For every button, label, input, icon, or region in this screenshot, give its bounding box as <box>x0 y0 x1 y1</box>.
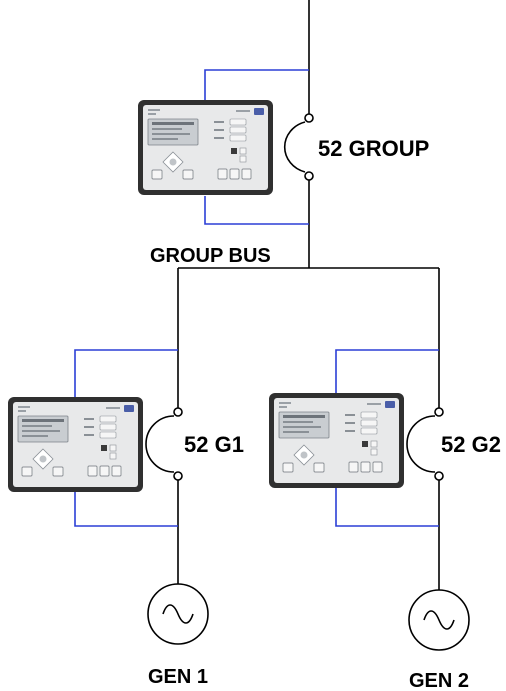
breaker-group-bottom-contact <box>304 171 314 181</box>
gen2-symbol <box>408 589 470 651</box>
g2-controller-lower-signal <box>335 488 439 527</box>
breaker-g2-top-contact <box>434 407 444 417</box>
breaker-g2-label: 52 G2 <box>441 432 501 457</box>
breaker-g2-bottom-contact <box>434 471 444 481</box>
power-lines <box>177 0 440 590</box>
sine-wave-icon <box>423 610 455 630</box>
g1-controller <box>7 396 144 493</box>
gen1-label: GEN 1 <box>148 666 208 688</box>
breaker-g1 <box>145 407 183 481</box>
signal-lines <box>74 69 439 527</box>
breaker-g1-top-contact <box>173 407 183 417</box>
g1-controller-upper-signal <box>74 349 178 398</box>
sine-wave-icon <box>162 604 194 624</box>
group-controller-upper-signal <box>204 69 309 100</box>
gen2-label: GEN 2 <box>409 670 469 691</box>
breaker-group-top-contact <box>304 113 314 123</box>
group-controller-lower-signal <box>204 196 309 225</box>
breaker-group-arc <box>283 121 306 173</box>
group-bus-label: GROUP BUS <box>150 245 271 267</box>
group-controller <box>137 99 274 196</box>
g2-controller-upper-signal <box>335 349 439 396</box>
breaker-g2 <box>406 407 444 481</box>
gen1-symbol <box>147 583 209 645</box>
g1-controller-lower-signal <box>74 492 178 527</box>
breaker-group-label: 52 GROUP <box>318 136 429 161</box>
breaker-g1-label: 52 G1 <box>184 432 244 457</box>
breaker-g1-arc <box>145 415 175 473</box>
g2-controller <box>268 392 405 489</box>
breaker-group <box>283 113 314 181</box>
breaker-g1-bottom-contact <box>173 471 183 481</box>
breaker-g2-arc <box>406 415 436 473</box>
